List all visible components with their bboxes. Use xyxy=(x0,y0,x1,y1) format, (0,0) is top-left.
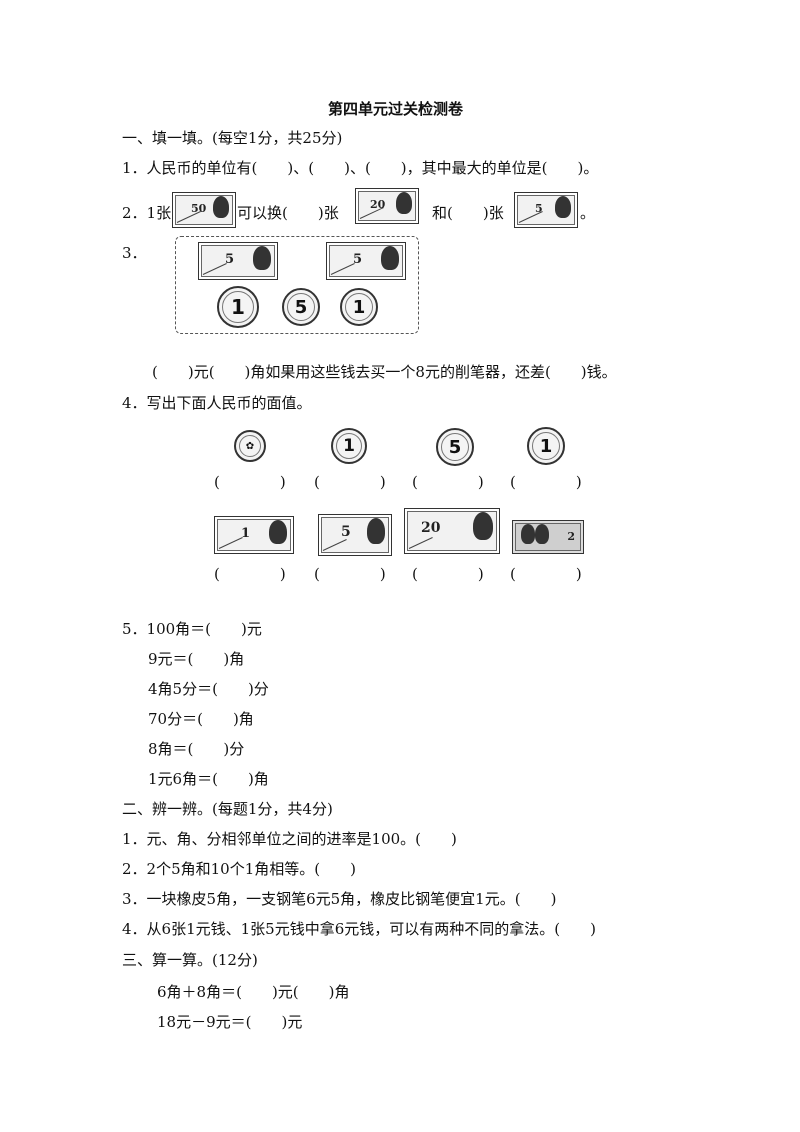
judge-item-2: 2．2个5角和10个1角相等。( ) xyxy=(122,860,356,878)
question-1-5-item-5: 8角＝( )分 xyxy=(148,740,245,758)
page-title: 第四单元过关检测卷 xyxy=(328,100,464,118)
answer-blank-note-3[interactable]: ( ) xyxy=(412,565,484,583)
question-1-2-and: 和( )张 xyxy=(432,204,504,222)
judge-item-4: 4．从6张1元钱、1张5元钱中拿6元钱，可以有两种不同的拿法。( ) xyxy=(122,920,596,938)
banknote-5-yuan-c: 5 xyxy=(318,514,392,556)
judge-item-1: 1．元、角、分相邻单位之间的进率是100。( ) xyxy=(122,830,457,848)
money-group-box xyxy=(175,236,419,334)
coin-1-jiao-b: 1 xyxy=(331,428,367,464)
coin-1-jiao-a: 1 xyxy=(340,288,378,326)
question-1-5-item-6: 1元6角＝( )角 xyxy=(148,770,269,788)
coin-1-fen: ✿ xyxy=(234,430,266,462)
answer-blank-note-4[interactable]: ( ) xyxy=(510,565,582,583)
answer-blank-note-2[interactable]: ( ) xyxy=(314,565,386,583)
question-1-5-item-2: 9元＝( )角 xyxy=(148,650,245,668)
answer-blank-coin-1[interactable]: ( ) xyxy=(214,473,286,491)
banknote-20-yuan-b: 20 xyxy=(404,508,500,554)
answer-blank-coin-4[interactable]: ( ) xyxy=(510,473,582,491)
banknote-5-yuan-b: 5 xyxy=(326,242,406,280)
banknote-2-jiao: 2 xyxy=(512,520,584,554)
banknote-20-yuan: 20 xyxy=(355,188,419,224)
banknote-5-yuan-a: 5 xyxy=(198,242,278,280)
banknote-1-yuan: 1 xyxy=(214,516,294,554)
question-1-5-item-4: 70分＝( )角 xyxy=(148,710,254,728)
section-3-heading: 三、算一算。(12分) xyxy=(122,951,258,969)
question-1-3-text: ( )元( )角如果用这些钱去买一个8元的削笔器，还差( )钱。 xyxy=(152,363,617,381)
judge-item-3: 3．一块橡皮5角，一支钢笔6元5角，橡皮比钢笔便宜1元。( ) xyxy=(122,890,557,908)
question-1-2-mid: 可以换( )张 xyxy=(237,204,339,222)
question-1-2-start: 2．1张 xyxy=(122,204,172,222)
question-1-1: 1．人民币的单位有( )、( )、( )，其中最大的单位是( )。 xyxy=(122,159,599,177)
calc-item-1: 6角＋8角＝( )元( )角 xyxy=(157,983,350,1001)
answer-blank-coin-3[interactable]: ( ) xyxy=(412,473,484,491)
section-1-heading: 一、填一填。(每空1分，共25分) xyxy=(122,129,343,147)
banknote-50-yuan: 50 xyxy=(172,192,236,228)
question-1-4: 4．写出下面人民币的面值。 xyxy=(122,394,312,412)
coin-5-jiao: 5 xyxy=(282,288,320,326)
coin-5-jiao-b: 5 xyxy=(436,428,474,466)
question-1-5-item-3: 4角5分＝( )分 xyxy=(148,680,269,698)
question-1-5-item-1: 5．100角＝( )元 xyxy=(122,620,262,638)
question-1-2-end: 。 xyxy=(580,204,596,222)
answer-blank-note-1[interactable]: ( ) xyxy=(214,565,286,583)
banknote-5-yuan-q2: 5 xyxy=(514,192,578,228)
coin-1-yuan-a: 1 xyxy=(217,286,259,328)
answer-blank-coin-2[interactable]: ( ) xyxy=(314,473,386,491)
calc-item-2: 18元－9元＝( )元 xyxy=(157,1013,303,1031)
coin-1-yuan-b: 1 xyxy=(527,427,565,465)
section-2-heading: 二、辨一辨。(每题1分，共4分) xyxy=(122,800,333,818)
question-1-3-number: 3． xyxy=(122,244,147,262)
